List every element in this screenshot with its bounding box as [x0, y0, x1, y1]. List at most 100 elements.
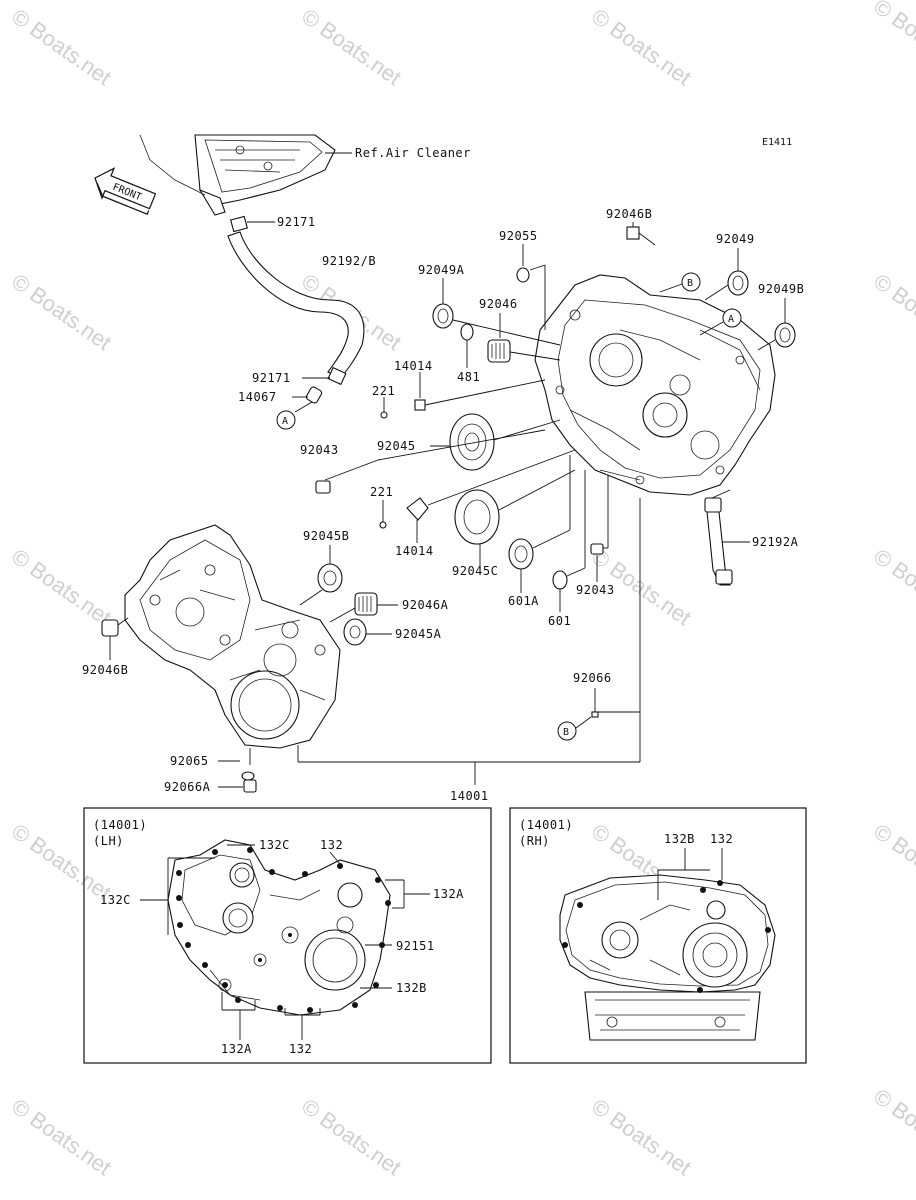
- crankcase-left-half: [124, 524, 341, 749]
- seal-92049: [727, 270, 749, 296]
- inset-lh-132-bottom: 132: [289, 1042, 312, 1056]
- screw-221-bot: [379, 521, 387, 529]
- part-92046: 92046: [479, 297, 518, 311]
- watermark: © Boats.net: [7, 1094, 116, 1181]
- callout-A-left: [276, 410, 296, 430]
- part-92046A: 92046A: [402, 598, 449, 612]
- part-14001: 14001: [450, 789, 489, 803]
- part-92055: 92055: [499, 229, 538, 243]
- watermark: © Boats.net: [869, 544, 916, 631]
- callout-A-text: A: [282, 416, 288, 427]
- washer-92065: [241, 771, 255, 781]
- inset-lh: (14001) (LH) 132C 132 132C: [83, 807, 492, 1064]
- inset-lh-132-top: 132: [320, 838, 343, 852]
- inset-lh-132C-top: 132C: [259, 838, 290, 852]
- bearing-92046: [487, 339, 511, 363]
- part-601A: 601A: [508, 594, 539, 608]
- watermark: © Boats.net: [869, 1084, 916, 1171]
- callout-B-bottom: [557, 721, 577, 741]
- part-92049: 92049: [716, 232, 755, 246]
- callout-B-text: B: [687, 278, 693, 289]
- part-92066: 92066: [573, 671, 612, 685]
- part-14067: 14067: [238, 390, 277, 404]
- watermark: © Boats.net: [869, 269, 916, 356]
- part-92045A: 92045A: [395, 627, 442, 641]
- hose-92192A: [704, 497, 733, 586]
- plug-92066A: [243, 779, 257, 793]
- inset-lh-side: (LH): [93, 834, 124, 848]
- part-92192B: 92192/B: [322, 254, 376, 268]
- inset-rh-side: (RH): [519, 834, 550, 848]
- part-92045C: 92045C: [452, 564, 498, 578]
- seal-601: [552, 570, 568, 590]
- part-221-bot: 221: [370, 485, 393, 499]
- crankcase-right-half: [534, 274, 776, 496]
- watermark: © Boats.net: [7, 269, 116, 356]
- screw-221-top: [380, 411, 388, 419]
- plate-14014-top: [414, 399, 426, 411]
- bearing-92046B-left: [101, 619, 119, 637]
- part-92171-bot: 92171: [252, 371, 291, 385]
- bearing-92046B-top: [626, 226, 640, 240]
- inset-lh-header: (14001): [93, 818, 147, 832]
- part-92171-top: 92171: [277, 215, 316, 229]
- part-92049A: 92049A: [418, 263, 465, 277]
- part-14014-bot: 14014: [395, 544, 434, 558]
- inset-lh-132B: 132B: [396, 981, 427, 995]
- watermark: © Boats.net: [297, 1094, 406, 1181]
- part-14014-top: 14014: [394, 359, 433, 373]
- part-92045: 92045: [377, 439, 416, 453]
- bearing-92045C: [454, 489, 500, 545]
- plug-92066: [591, 711, 599, 718]
- seal-92049B: [774, 322, 796, 348]
- part-92046B-left: 92046B: [82, 663, 128, 677]
- callout-A-right: [722, 308, 742, 328]
- ref-air-cleaner-label: Ref.Air Cleaner: [355, 146, 471, 160]
- part-221-top: 221: [372, 384, 395, 398]
- part-92043-left: 92043: [300, 443, 339, 457]
- inset-rh: (14001) (RH) 132B 132: [509, 807, 807, 1064]
- part-92049B: 92049B: [758, 282, 804, 296]
- part-92065: 92065: [170, 754, 209, 768]
- part-92045B: 92045B: [303, 529, 349, 543]
- front-arrow: FRONT: [94, 167, 157, 215]
- air-cleaner-housing: [139, 134, 352, 216]
- watermark: © Boats.net: [869, 0, 916, 80]
- inset-lh-132C-left: 132C: [100, 893, 131, 907]
- part-92192A: 92192A: [752, 535, 799, 549]
- watermark: © Boats.net: [297, 4, 406, 91]
- dowel-92043-left: [315, 480, 331, 494]
- oring-92055: [516, 267, 530, 283]
- watermark: © Boats.net: [587, 4, 696, 91]
- part-481: 481: [457, 370, 480, 384]
- inset-rh-header: (14001): [519, 818, 573, 832]
- dowel-92043-right: [590, 543, 604, 555]
- callout-B-top: [681, 272, 701, 292]
- diagram-code: E1411: [762, 137, 792, 148]
- seal-92049A: [432, 303, 454, 329]
- inset-rh-132B: 132B: [664, 832, 695, 846]
- callout-B-text-2: B: [563, 727, 569, 738]
- assembly-bracket-14001: [297, 498, 641, 785]
- bearing-92045A: [343, 618, 367, 646]
- watermark: © Boats.net: [7, 4, 116, 91]
- watermark: © Boats.net: [7, 544, 116, 631]
- inset-rh-132: 132: [710, 832, 733, 846]
- inset-lh-92151: 92151: [396, 939, 435, 953]
- plate-14014-bot: [406, 497, 429, 521]
- hose-92192B: [227, 215, 365, 386]
- bearing-92046A: [354, 592, 378, 616]
- bearing-92045: [449, 413, 495, 471]
- part-601: 601: [548, 614, 571, 628]
- watermark: © Boats.net: [587, 1094, 696, 1181]
- part-92043-right: 92043: [576, 583, 615, 597]
- inset-lh-132A-bottom: 132A: [221, 1042, 252, 1056]
- inset-lh-132A-right: 132A: [433, 887, 464, 901]
- watermark: © Boats.net: [869, 819, 916, 906]
- part-92046B-top: 92046B: [606, 207, 652, 221]
- part-92066A: 92066A: [164, 780, 211, 794]
- bearing-92045B: [317, 563, 343, 593]
- seal-601A: [508, 538, 534, 570]
- circlip-481: [460, 323, 474, 341]
